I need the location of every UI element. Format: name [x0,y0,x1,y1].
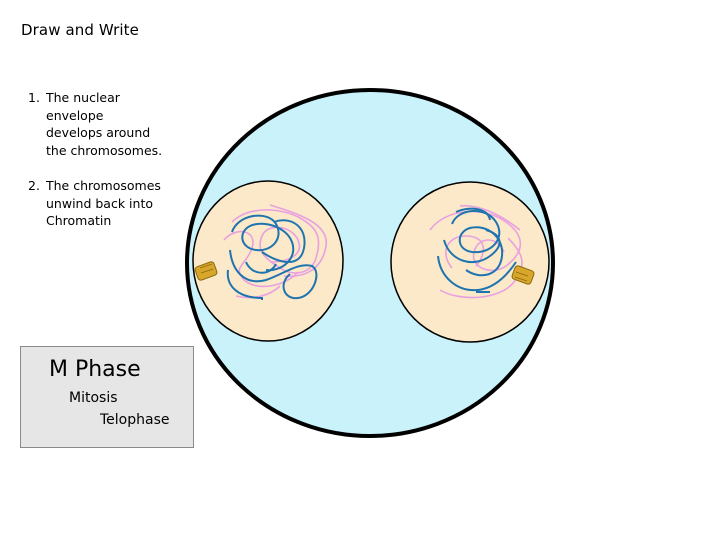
step-line: The nuclear [46,90,120,105]
slide-title: Draw and Write [21,21,139,39]
right-nucleus [390,181,550,343]
chromatin-blue-left [226,214,318,300]
chromatin-blue-right [437,207,517,293]
step-line: the chromosomes. [46,142,163,158]
step-1: 1. The nuclear envelope develops around … [22,89,172,159]
step-line: unwind back into [46,195,153,211]
step-line: The chromosomes [46,178,161,193]
step-line: develops around [46,125,151,140]
step-number: 1. [28,90,40,105]
phase-stage: Telophase [100,412,170,428]
step-line: envelope [46,107,104,123]
centrosome-left [194,261,218,281]
phase-label-box: M Phase Mitosis Telophase [20,346,194,448]
cell-membrane [185,88,555,438]
step-line: Chromatin [46,213,112,228]
step-2: 2. The chromosomes unwind back into Chro… [22,177,172,230]
phase-title: M Phase [49,357,141,382]
step-list: 1. The nuclear envelope develops around … [22,89,172,230]
phase-subtitle: Mitosis [69,390,118,406]
left-nucleus [192,180,344,342]
step-number: 2. [28,178,40,193]
centrosome-right [511,265,535,285]
